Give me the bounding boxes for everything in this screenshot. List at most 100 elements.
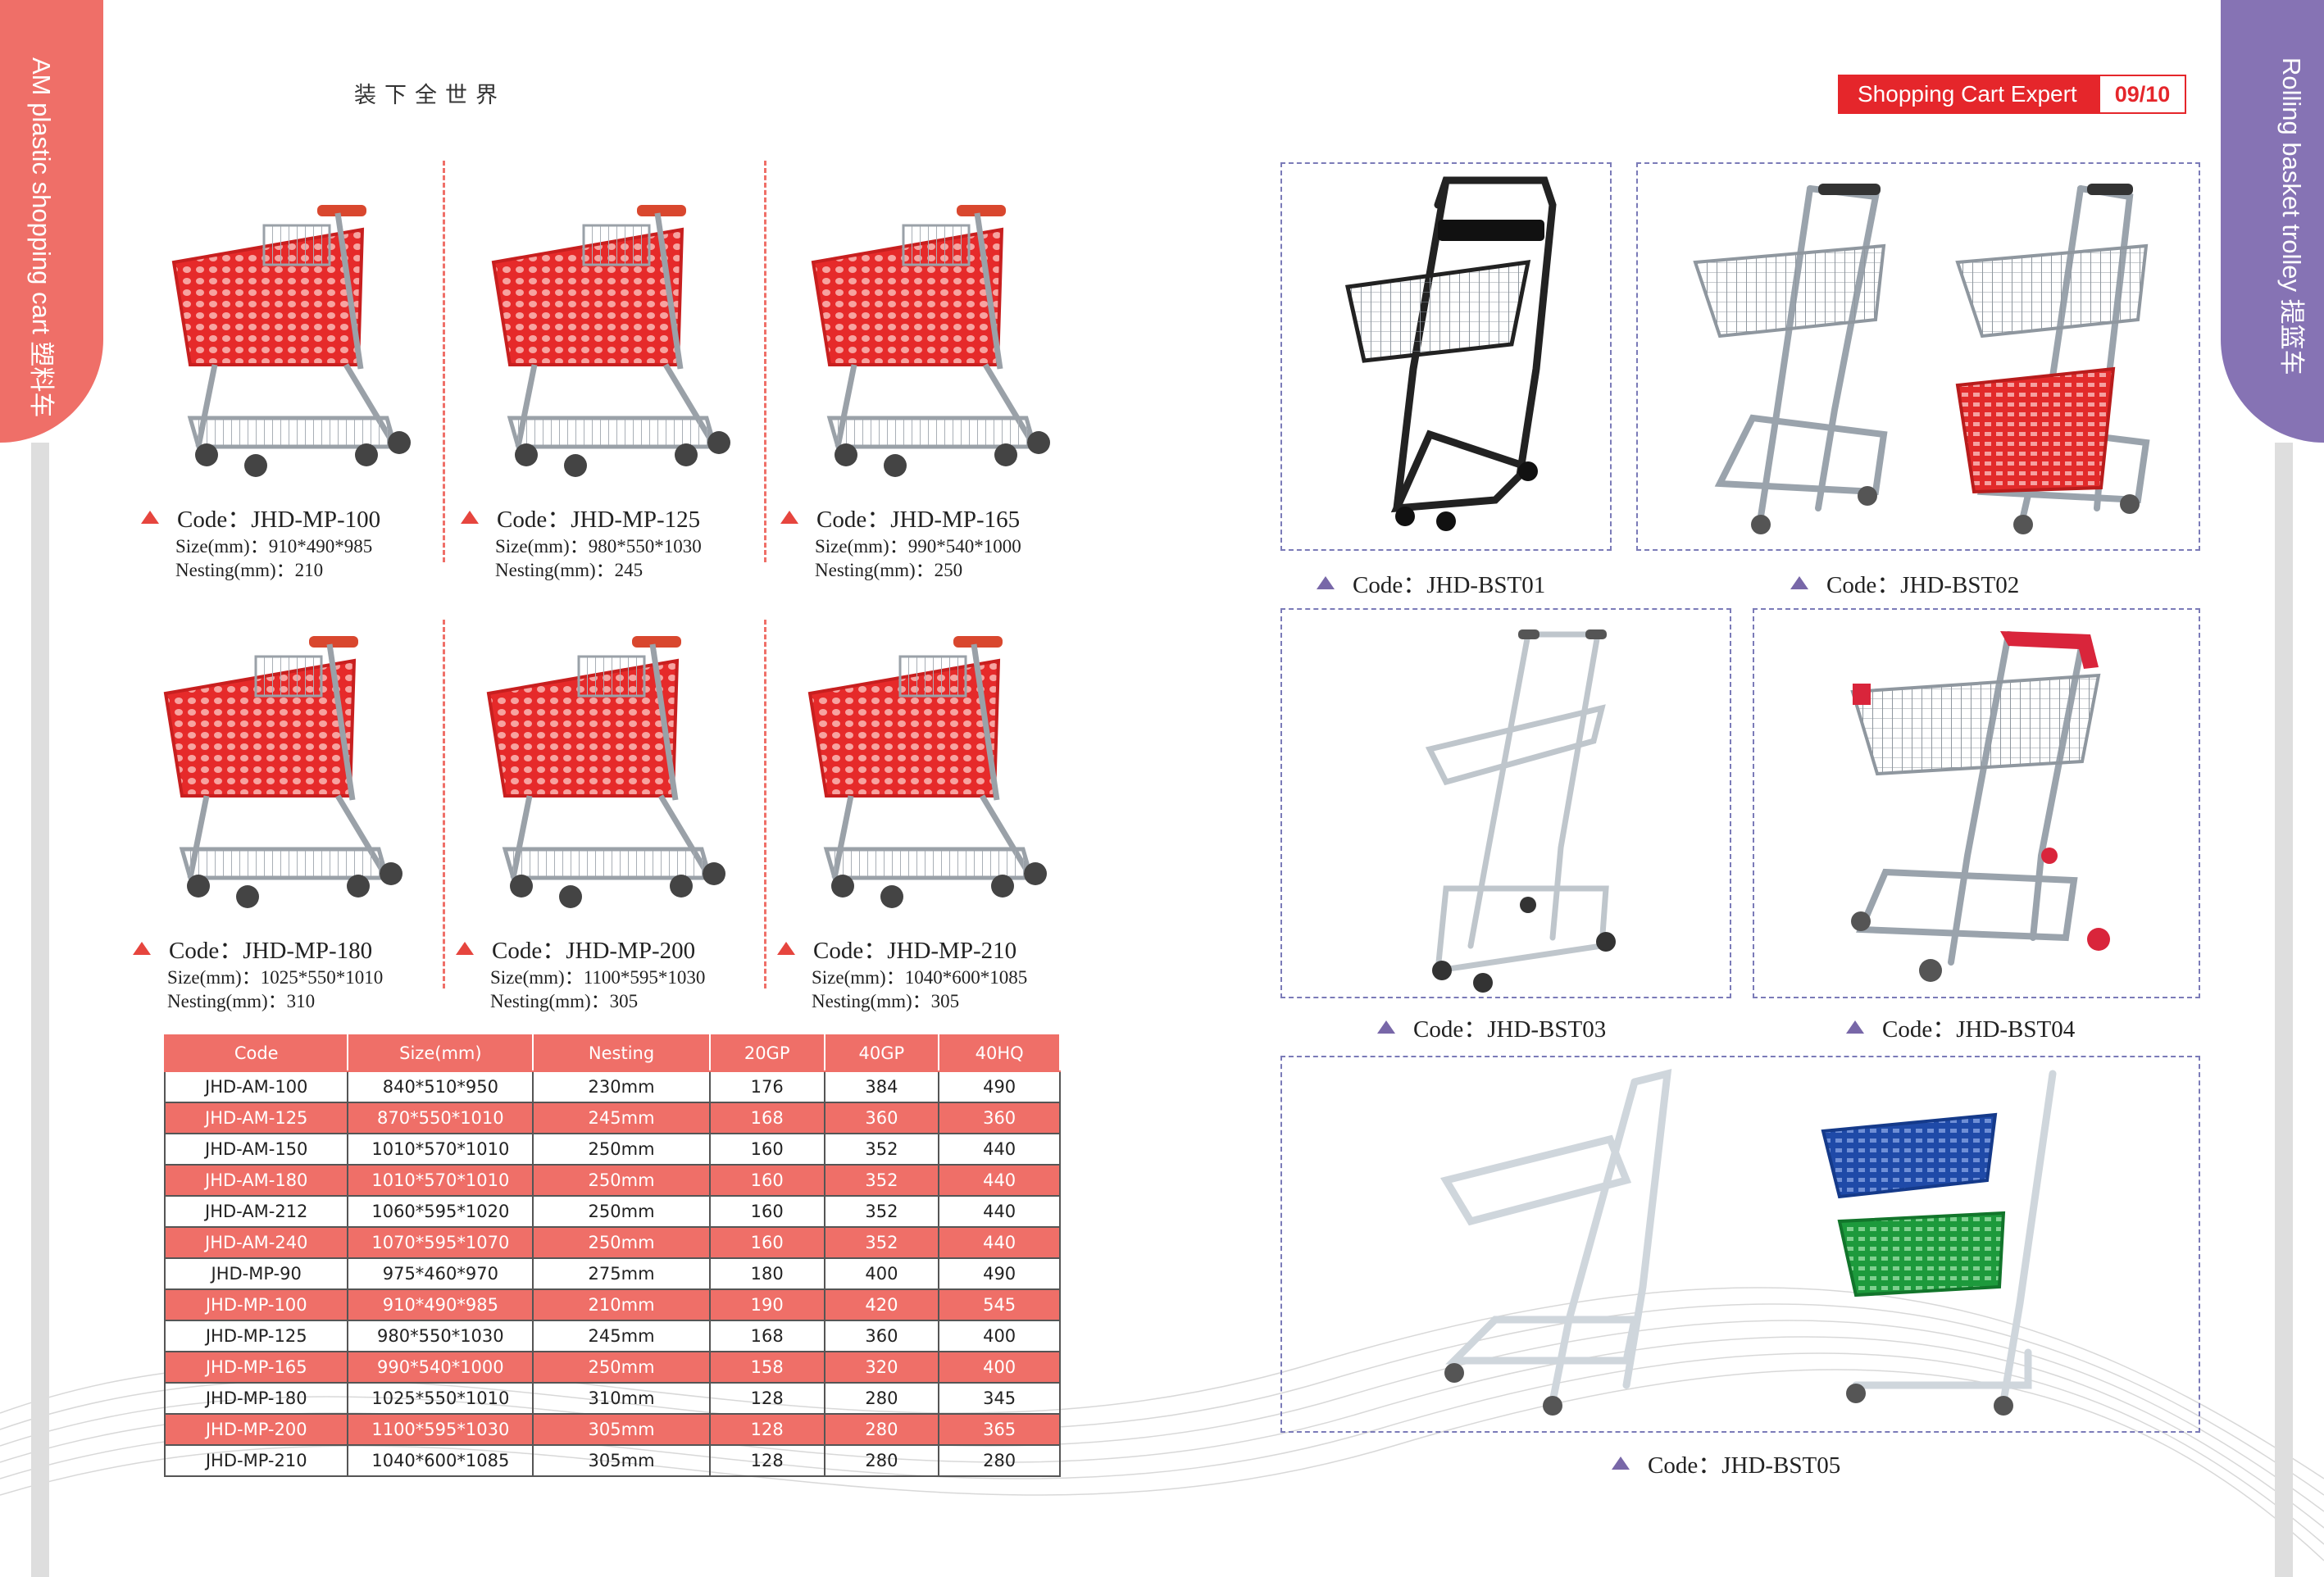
triangle-bullet-icon xyxy=(456,942,474,955)
divider xyxy=(443,161,445,562)
right-side-tab: Rolling basket trolley 提篮车 xyxy=(2221,0,2324,443)
trolley-code: Code：JHD-BST03 xyxy=(1413,1016,1607,1043)
table-cell: 210mm xyxy=(532,1288,711,1321)
triangle-bullet-icon xyxy=(777,942,795,955)
triangle-bullet-icon xyxy=(780,511,798,524)
table-header-row: Code Size(mm) Nesting 20GP 40GP 40HQ xyxy=(163,1034,1061,1072)
table-cell: JHD-MP-200 xyxy=(163,1413,349,1446)
column-header: Size(mm) xyxy=(347,1034,534,1072)
table-cell: 180 xyxy=(708,1257,825,1290)
table-cell: 190 xyxy=(708,1288,825,1321)
triangle-bullet-icon xyxy=(1377,1020,1395,1034)
table-cell: 1070*595*1070 xyxy=(347,1226,534,1259)
table-cell: 440 xyxy=(938,1226,1061,1259)
left-tab-label: AM plastic shopping cart 塑料车 xyxy=(27,57,56,418)
table-cell: JHD-AM-240 xyxy=(163,1226,349,1259)
table-cell: 128 xyxy=(708,1444,825,1477)
table-cell: 440 xyxy=(938,1195,1061,1228)
table-cell: 128 xyxy=(708,1382,825,1415)
table-cell: 440 xyxy=(938,1164,1061,1197)
shopping-cart-image xyxy=(777,603,1089,915)
triangle-bullet-icon xyxy=(461,511,479,524)
page-number: 09/10 xyxy=(2099,76,2185,112)
table-cell: JHD-AM-212 xyxy=(163,1195,349,1228)
trolley-caption: Code：JHD-BST04 xyxy=(1846,1010,2075,1044)
triangle-bullet-icon xyxy=(1846,1020,1864,1034)
product-nesting: Nesting(mm)：245 xyxy=(495,560,644,580)
table-cell: 360 xyxy=(823,1102,940,1134)
trolley-code: Code：JHD-BST04 xyxy=(1882,1016,2076,1043)
table-cell: 245mm xyxy=(532,1320,711,1352)
table-cell: 910*490*985 xyxy=(347,1288,534,1321)
table-cell: 275mm xyxy=(532,1257,711,1290)
table-cell: 352 xyxy=(823,1164,940,1197)
product-code: Code：JHD-MP-100 xyxy=(177,507,381,533)
product-card: Code：JHD-MP-210 Size(mm)：1040*600*1085 N… xyxy=(777,603,1089,1029)
trolley-frame xyxy=(1753,608,2200,998)
spec-table: Code Size(mm) Nesting 20GP 40GP 40HQ JHD… xyxy=(163,1034,1061,1477)
table-cell: 160 xyxy=(708,1226,825,1259)
table-cell: 840*510*950 xyxy=(347,1070,534,1103)
product-code: Code：JHD-MP-180 xyxy=(169,938,373,964)
table-cell: 975*460*970 xyxy=(347,1257,534,1290)
shopping-cart-image xyxy=(461,172,772,484)
table-cell: 160 xyxy=(708,1164,825,1197)
trolley-frame xyxy=(1636,162,2200,551)
table-cell: 440 xyxy=(938,1133,1061,1166)
table-cell: 345 xyxy=(938,1382,1061,1415)
table-cell: 1010*570*1010 xyxy=(347,1164,534,1197)
product-size: Size(mm)：1025*550*1010 xyxy=(167,967,384,988)
trolley-code: Code：JHD-BST01 xyxy=(1353,572,1546,598)
column-header: 40HQ xyxy=(938,1034,1061,1072)
table-cell: JHD-AM-180 xyxy=(163,1164,349,1197)
table-cell: 1010*570*1010 xyxy=(347,1133,534,1166)
table-cell: 545 xyxy=(938,1288,1061,1321)
divider xyxy=(764,161,766,562)
table-cell: JHD-MP-125 xyxy=(163,1320,349,1352)
divider xyxy=(764,620,766,988)
table-cell: 352 xyxy=(823,1133,940,1166)
table-cell: 870*550*1010 xyxy=(347,1102,534,1134)
product-nesting: Nesting(mm)：305 xyxy=(490,991,639,1011)
product-size: Size(mm)：1040*600*1085 xyxy=(812,967,1028,988)
product-size: Size(mm)：1100*595*1030 xyxy=(490,967,706,988)
table-cell: 176 xyxy=(708,1070,825,1103)
trolley-frame xyxy=(1280,608,1731,998)
basket-trolley-image xyxy=(1425,629,1616,993)
product-card: Code：JHD-MP-180 Size(mm)：1025*550*1010 N… xyxy=(133,603,444,1029)
basket-trolley-image xyxy=(1850,631,2110,982)
table-cell: 1060*595*1020 xyxy=(347,1195,534,1228)
table-cell: 280 xyxy=(938,1444,1061,1477)
table-cell: 384 xyxy=(823,1070,940,1103)
shopping-cart-image xyxy=(456,603,767,915)
divider xyxy=(443,620,445,988)
product-card: Code：JHD-MP-100 Size(mm)：910*490*985 Nes… xyxy=(141,172,453,598)
table-cell: 310mm xyxy=(532,1382,711,1415)
table-cell: 360 xyxy=(938,1102,1061,1134)
table-cell: 250mm xyxy=(532,1351,711,1384)
product-size: Size(mm)：910*490*985 xyxy=(175,536,373,557)
trolley-caption: Code：JHD-BST02 xyxy=(1790,566,2019,600)
table-cell: JHD-MP-90 xyxy=(163,1257,349,1290)
right-tab-label: Rolling basket trolley 提篮车 xyxy=(2277,57,2306,375)
column-header: Code xyxy=(163,1034,349,1072)
table-cell: 280 xyxy=(823,1413,940,1446)
table-cell: 168 xyxy=(708,1102,825,1134)
trolley-code: Code：JHD-BST05 xyxy=(1648,1452,1841,1479)
basket-trolley-image xyxy=(1344,176,1557,531)
table-cell: 168 xyxy=(708,1320,825,1352)
trolley-caption: Code：JHD-BST01 xyxy=(1317,566,1545,600)
trolley-frame xyxy=(1280,1056,2200,1433)
table-cell: 250mm xyxy=(532,1226,711,1259)
table-cell: 980*550*1030 xyxy=(347,1320,534,1352)
column-header: Nesting xyxy=(532,1034,711,1072)
table-cell: 305mm xyxy=(532,1444,711,1477)
product-size: Size(mm)：990*540*1000 xyxy=(815,536,1021,557)
table-cell: 128 xyxy=(708,1413,825,1446)
column-header: 20GP xyxy=(708,1034,825,1072)
trolley-caption: Code：JHD-BST03 xyxy=(1377,1010,1606,1044)
table-cell: 352 xyxy=(823,1195,940,1228)
